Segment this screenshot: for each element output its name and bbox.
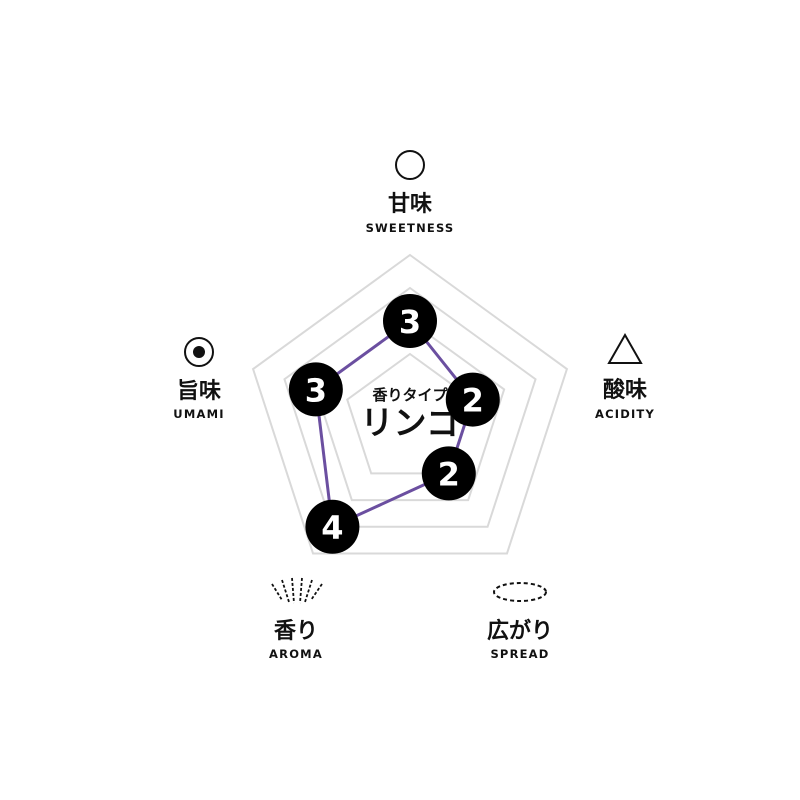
value-point-spread: 2 — [421, 446, 476, 501]
axis-label-jp: 甘味 — [388, 192, 432, 217]
axis-label-jp: 広がり — [487, 618, 553, 644]
value-point-aroma: 4 — [305, 499, 360, 554]
value-point-label: 2 — [438, 455, 460, 493]
axis-umami: 旨味 UMAMI — [173, 337, 224, 421]
axis-label-jp: 旨味 — [177, 379, 221, 404]
value-point-label: 4 — [321, 509, 343, 547]
value-point-marker — [383, 294, 437, 348]
circle-icon — [395, 150, 425, 180]
axis-label-jp: 香り — [274, 619, 318, 644]
value-point-acidity: 2 — [445, 372, 500, 427]
center-caption: 香りタイプ — [372, 386, 448, 404]
dashed-ellipse-icon — [493, 582, 547, 602]
dot-circle-icon — [184, 337, 214, 367]
value-point-marker — [421, 446, 476, 501]
grid-ring — [251, 253, 569, 555]
axis-acidity: 酸味 ACIDITY — [595, 332, 655, 421]
value-point-marker — [305, 499, 360, 554]
axis-label-en: SPREAD — [490, 647, 549, 661]
radar-points: 3 22 4 3 — [288, 294, 500, 554]
value-point-sweetness: 3 — [383, 294, 437, 348]
axis-aroma: 香り AROMA — [269, 577, 323, 661]
center-label: 香りタイプ リンゴ — [361, 386, 460, 442]
value-point-umami: 3 — [288, 362, 343, 417]
grid-ring — [283, 286, 537, 528]
triangle-icon — [607, 332, 643, 364]
radiating-lines-icon — [271, 577, 323, 604]
axis-label-en: AROMA — [269, 647, 323, 661]
axis-sweetness: 甘味 SWEETNESS — [366, 150, 455, 235]
value-point-marker — [288, 362, 343, 417]
axis-label-en: UMAMI — [173, 407, 224, 421]
axis-labels: 甘味 SWEETNESS 酸味 ACIDITY 広がり SPREAD 香り AROMA 旨味 UM… — [173, 150, 655, 661]
axis-label-en: SWEETNESS — [366, 221, 455, 235]
axis-label-jp: 酸味 — [603, 378, 647, 403]
value-point-label: 2 — [462, 382, 484, 420]
value-point-label: 3 — [399, 303, 421, 341]
center-type-name: リンゴ — [361, 403, 460, 442]
axis-label-en: ACIDITY — [595, 407, 655, 421]
value-point-label: 3 — [305, 371, 327, 409]
value-point-marker — [445, 372, 500, 427]
axis-spread: 広がり SPREAD — [487, 582, 553, 661]
